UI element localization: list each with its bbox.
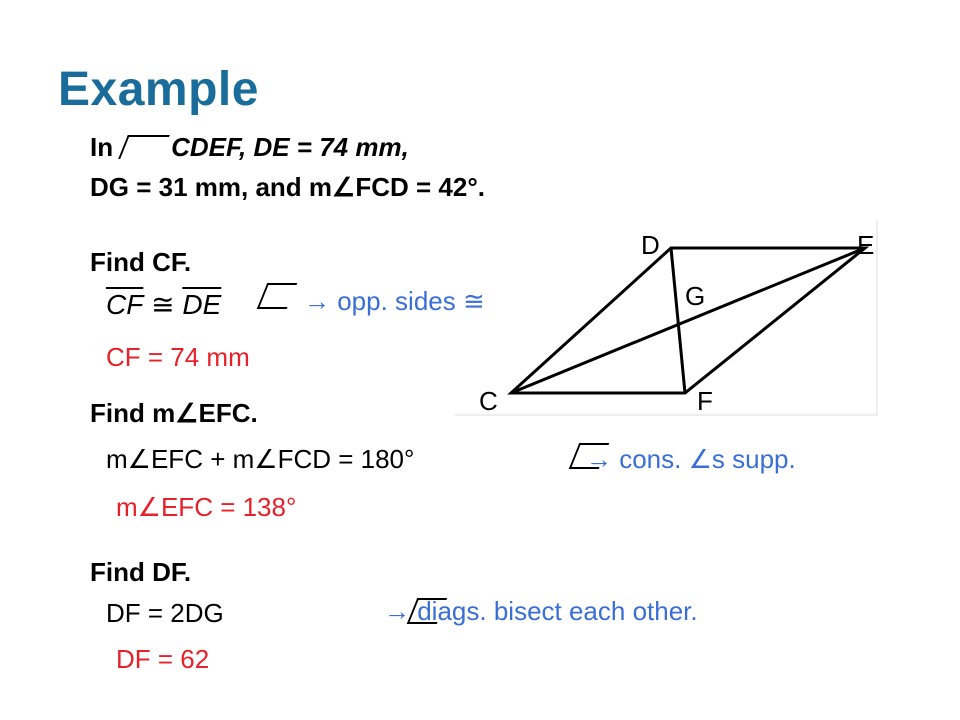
diagonal-df [669, 247, 687, 394]
congruent-symbol: ≅ [151, 289, 175, 320]
reason-opp-sides: → opp. sides ≅ [304, 286, 485, 316]
segment-de: DE [182, 289, 222, 320]
given-line-2: DG = 31 mm, and m∠FCD = 42°. [90, 172, 485, 202]
answer-df: DF = 62 [116, 644, 210, 674]
find-cf-heading: Find CF. [90, 247, 192, 277]
label-d: D [641, 230, 660, 260]
page-title: Example [58, 63, 259, 116]
find-df-heading: Find DF. [90, 557, 192, 587]
reason-diagonals: → diags. bisect each other. [384, 596, 698, 626]
parallelogram-figure: D E G C F [455, 220, 878, 416]
reason-cons-angles: → cons. ∠s supp. [586, 444, 796, 474]
equation-df: DF = 2DG [106, 598, 224, 628]
find-efc-heading: Find m∠EFC. [90, 398, 258, 428]
given-line-1: In CDEF, DE = 74 mm, [90, 132, 409, 163]
label-c: C [479, 386, 498, 416]
label-f: F [697, 386, 713, 416]
given-prefix: In [90, 132, 114, 162]
answer-efc: m∠EFC = 138° [116, 492, 297, 522]
label-g: G [685, 281, 705, 311]
answer-cf: CF = 74 mm [106, 342, 250, 372]
given-rest: CDEF, DE = 74 mm, [171, 132, 409, 162]
label-e: E [857, 230, 874, 260]
equation-angles: m∠EFC + m∠FCD = 180° [106, 444, 415, 474]
segment-cf: CF [106, 289, 144, 320]
diagonal-ce [510, 246, 866, 395]
parallelogram-symbol-icon [118, 135, 170, 159]
congruence-statement: CF ≅ DE [106, 288, 221, 321]
parallelogram-reason-icon [256, 283, 298, 309]
